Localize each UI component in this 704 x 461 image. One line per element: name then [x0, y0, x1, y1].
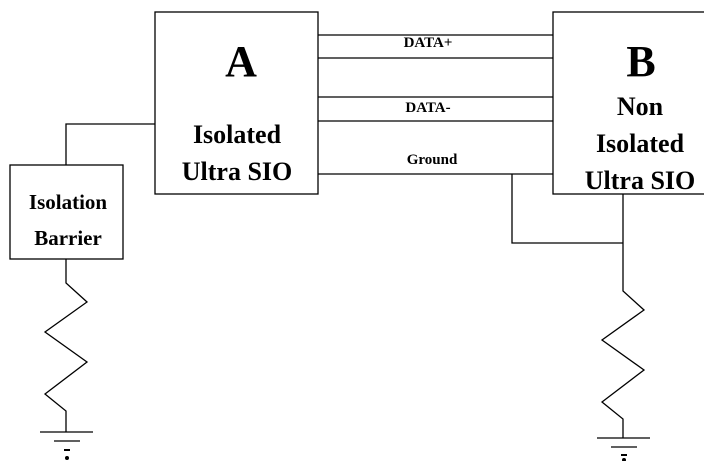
data-minus-label: DATA- [405, 100, 450, 116]
left-resistor [43, 259, 89, 432]
box-a-letter: A [225, 37, 257, 86]
right-ground-icon [597, 437, 650, 461]
box-b-letter: B [626, 37, 655, 86]
left-ground-icon [40, 431, 93, 460]
box-a-label-line1: Isolated [193, 120, 282, 149]
b-ground-loop-wire [511, 174, 623, 244]
box-b [552, 11, 704, 195]
box-a [154, 11, 319, 195]
ground-wire-label: Ground [407, 152, 458, 168]
box-a-label-line2: Ultra SIO [182, 157, 293, 186]
isolation-barrier-label-line1: Isolation [29, 190, 108, 214]
box-b-label-line1: Non [617, 92, 664, 121]
barrier-connection-wire [65, 123, 155, 165]
data-plus-label: DATA+ [404, 35, 453, 51]
right-resistor [600, 283, 646, 438]
box-b-label-line2: Isolated [596, 129, 685, 158]
box-b-label-line3: Ultra SIO [585, 166, 696, 195]
isolation-barrier-label-line2: Barrier [34, 226, 102, 250]
